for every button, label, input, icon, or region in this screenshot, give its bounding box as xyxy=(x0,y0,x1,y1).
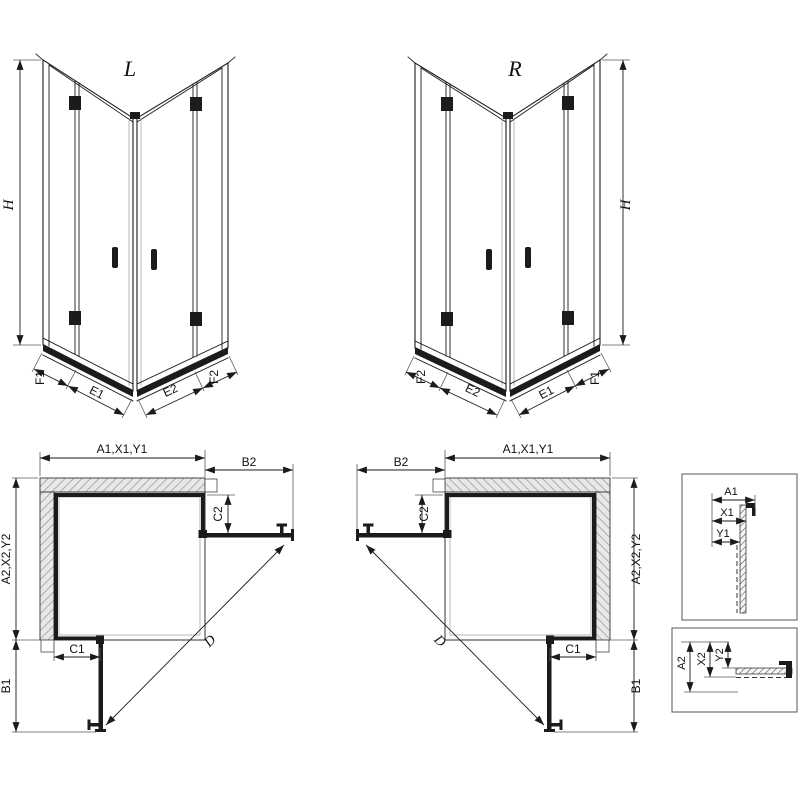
iso-right-f2-label: F2 xyxy=(414,370,428,384)
detail-wall-profile-horizontal: A2 X2 Y2 xyxy=(671,627,798,713)
iso-right-e1-label: E1 xyxy=(536,383,556,402)
plan-right-side-depth-label: A2,X2,Y2 xyxy=(629,533,643,584)
iso-view-left: L H F1 E1 E2 F2 xyxy=(1,54,238,418)
wall-bracket xyxy=(779,661,792,665)
wall-bracket xyxy=(746,503,755,508)
plan-left-top-width-label: A1,X1,Y1 xyxy=(97,442,148,456)
detail-x1-label: X1 xyxy=(720,507,733,519)
iso-left-drawing xyxy=(13,54,238,418)
iso-right-view-label: R xyxy=(507,56,522,81)
detail-y1-label: Y1 xyxy=(716,528,729,540)
iso-left-f2-label: F2 xyxy=(207,370,221,384)
glass-cross-section xyxy=(735,667,793,675)
plan-right-c2-label: C2 xyxy=(417,506,431,522)
wall-bracket xyxy=(752,503,756,516)
iso-left-e1-label: E1 xyxy=(87,383,107,402)
plan-left-b1-label: B1 xyxy=(0,678,13,693)
iso-right-drawing xyxy=(405,54,630,418)
detail-a1-label: A1 xyxy=(724,486,737,498)
plan-left-b2-label: B2 xyxy=(242,455,257,469)
plan-view-left: A1,X1,Y1 B2 C2 A2,X2,Y2 C1 B1 D xyxy=(0,442,294,732)
detail-y2-label: Y2 xyxy=(714,648,726,661)
plan-right-b1-label: B1 xyxy=(629,678,643,693)
iso-left-e2-label: E2 xyxy=(161,381,181,400)
iso-right-f1-label: F1 xyxy=(588,371,602,385)
iso-left-f1-label: F1 xyxy=(33,371,47,385)
plan-right-top-width-label: A1,X1,Y1 xyxy=(503,442,554,456)
detail-x2-label: X2 xyxy=(696,652,708,665)
iso-left-height-label: H xyxy=(1,198,17,211)
iso-right-height-label: H xyxy=(618,198,634,211)
detail-a2-label: A2 xyxy=(676,656,688,669)
detail-wall-profile-vertical: A1 X1 Y1 xyxy=(681,473,798,621)
plan-left-side-depth-label: A2,X2,Y2 xyxy=(0,533,13,584)
plan-view-right: B2 A1,X1,Y1 C2 A2,X2,Y2 C1 B1 D xyxy=(356,442,643,732)
detail-box-border xyxy=(681,473,798,621)
plan-right-c1-label: C1 xyxy=(565,642,581,656)
wall-bracket xyxy=(786,661,792,678)
iso-view-right: R H F2 E2 E1 F1 xyxy=(405,54,634,418)
plan-right-b2-label: B2 xyxy=(394,455,409,469)
glass-cross-section xyxy=(739,504,747,614)
iso-left-view-label: L xyxy=(123,56,136,81)
plan-left-c2-label: C2 xyxy=(211,506,225,522)
plan-left-c1-label: C1 xyxy=(69,642,85,656)
iso-right-e2-label: E2 xyxy=(463,381,483,400)
plan-right-drawing xyxy=(356,450,638,732)
plan-left-drawing xyxy=(12,450,294,732)
